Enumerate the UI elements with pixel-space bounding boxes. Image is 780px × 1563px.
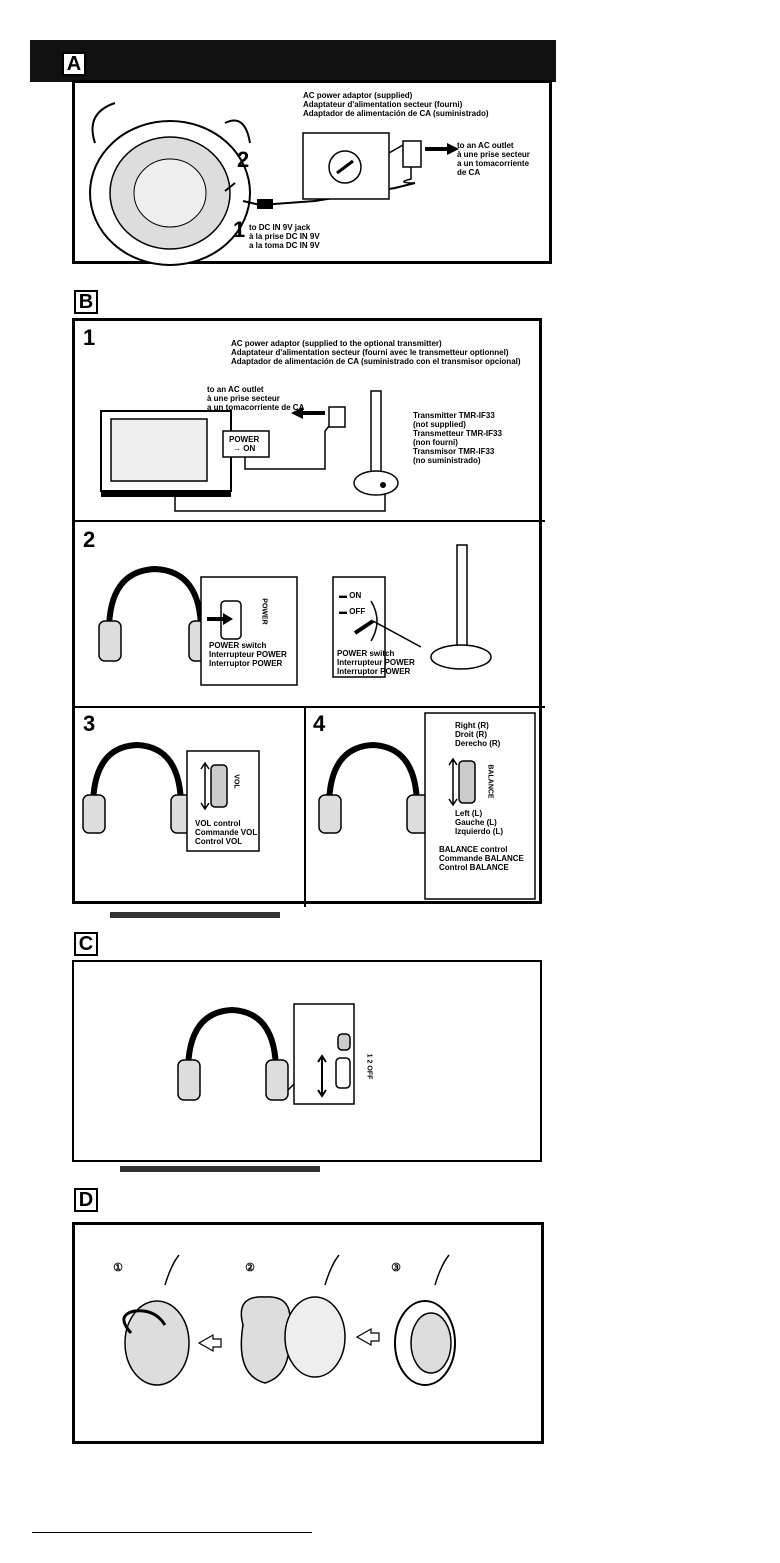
step-2-number: 2: [237, 147, 250, 172]
section-d-noise: [120, 1166, 320, 1172]
left-label: Left (L) Gauche (L) Izquierdo (L): [455, 809, 503, 836]
headphone-switch-label: POWER switch Interrupteur POWER Interrup…: [209, 641, 287, 668]
headphone-switch-illustration: [177, 1003, 355, 1105]
section-a-panel: AC power adaptor (supplied) Adaptateur d…: [72, 80, 552, 266]
b-power-label: POWER → ON: [229, 435, 260, 453]
d-step-1: ①: [113, 1262, 123, 1274]
on-label: ▬ ON: [339, 591, 362, 600]
balance-knob-word: BALANCE: [486, 764, 494, 799]
transmitter-label: Transmitter TMR-IF33 (not supplied) Tran…: [413, 411, 502, 465]
b-step-3-number: 3: [83, 711, 96, 736]
vol-balance-illustration: [82, 707, 536, 907]
headphone-earcup-illustration: [89, 102, 459, 266]
step-1-number: 1: [233, 217, 246, 242]
footer-rule: [32, 1532, 312, 1533]
transmitter-switch-label: POWER switch Interrupteur POWER Interrup…: [337, 649, 415, 676]
section-c-noise: [110, 912, 280, 918]
b-outlet-label: to an AC outlet à une prise secteur a un…: [207, 385, 305, 412]
b-step-1-number: 1: [83, 325, 96, 350]
b-step-4-number: 4: [313, 711, 326, 736]
headphone-switch-word: POWER: [260, 598, 268, 625]
section-d-panel: ① ② ③: [72, 1222, 544, 1444]
right-label: Right (R) Droit (R) Derecho (R): [455, 721, 501, 748]
section-a-header-bar: [30, 40, 556, 82]
section-b-letter: B: [74, 290, 98, 314]
b-step-2-number: 2: [83, 527, 96, 552]
section-c-panel: 1 2 OFF: [72, 960, 542, 1162]
b-adaptor-label: AC power adaptor (supplied to the option…: [231, 339, 521, 366]
adaptor-label: AC power adaptor (supplied) Adaptateur d…: [303, 91, 489, 118]
vol-label: VOL control Commande VOL Control VOL: [195, 819, 258, 846]
section-a-letter: A: [62, 52, 86, 76]
tv-transmitter-illustration: [75, 390, 545, 522]
switch-marks: 1 2 OFF: [365, 1053, 373, 1080]
d-step-2: ②: [245, 1262, 255, 1274]
balance-label: BALANCE control Commande BALANCE Control…: [439, 845, 524, 872]
vol-knob-word: VOL: [232, 774, 240, 789]
section-b-panel: 1 AC power adaptor (supplied to the opti…: [72, 318, 545, 907]
d-step-3: ③: [391, 1262, 401, 1274]
off-label: ▬ OFF: [339, 607, 366, 616]
jack-label: to DC IN 9V jack à la prise DC IN 9V a l…: [249, 223, 320, 250]
section-d-letter: D: [74, 1188, 98, 1212]
outlet-label: to an AC outlet à une prise secteur a un…: [457, 141, 530, 177]
section-c-letter: C: [74, 932, 98, 956]
headphone-power-illustration: [75, 544, 545, 708]
earpad-replacement-illustration: [122, 1254, 456, 1386]
